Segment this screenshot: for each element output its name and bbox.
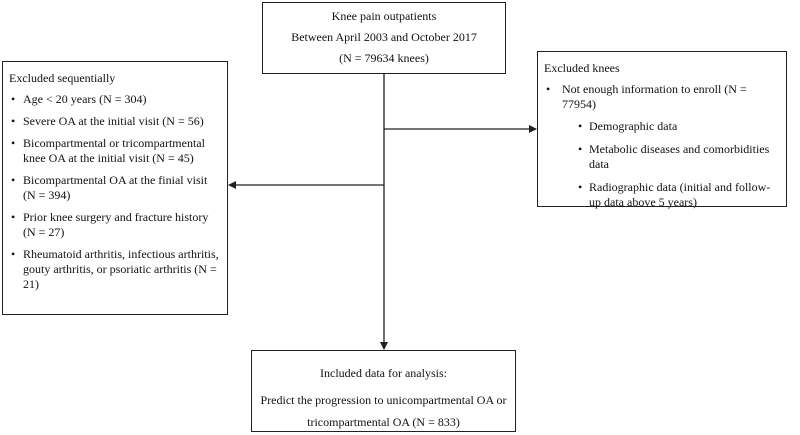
included-data-box: Included data for analysis: Predict the … [251,350,516,432]
excluded-knees-list: Not enough information to enroll (N = 77… [544,82,780,210]
sub-list-item: Metabolic diseases and comorbidities dat… [544,142,780,172]
excluded-knees-sublist: Demographic data Metabolic diseases and … [544,119,780,210]
excluded-knees-box: Excluded knees Not enough information to… [537,51,787,210]
sub-list-item: Radiographic data (initial and follow-up… [544,180,780,210]
list-item: Rheumatoid arthritis, infectious arthrit… [9,247,221,292]
top-line-3: (N = 79634 knees) [339,51,429,65]
top-line-1: Knee pain outpatients [331,9,437,23]
excluded-sequentially-title: Excluded sequentially [9,71,116,85]
list-item: Severe OA at the initial visit (N = 56) [9,114,221,129]
excluded-knees-title: Excluded knees [544,61,620,75]
top-line-2: Between April 2003 and October 2017 [291,30,477,44]
list-item: Age < 20 years (N = 304) [9,92,221,107]
sub-list-item: Demographic data [544,119,780,134]
list-item: Prior knee surgery and fracture history … [9,210,221,240]
list-item: Not enough information to enroll (N = 77… [544,82,780,210]
included-data-title: Included data for analysis: [320,366,447,380]
included-data-description: Predict the progression to unicompartmen… [260,393,507,429]
excluded-sequentially-list: Age < 20 years (N = 304) Severe OA at th… [9,92,221,292]
main-item-label: Not enough information to enroll (N = 77… [562,82,747,111]
excluded-sequentially-box: Excluded sequentially Age < 20 years (N … [2,61,228,315]
knee-pain-outpatients-box: Knee pain outpatients Between April 2003… [262,2,506,74]
list-item: Bicompartmental OA at the finial visit (… [9,173,221,203]
list-item: Bicompartmental or tricompartmental knee… [9,136,221,166]
